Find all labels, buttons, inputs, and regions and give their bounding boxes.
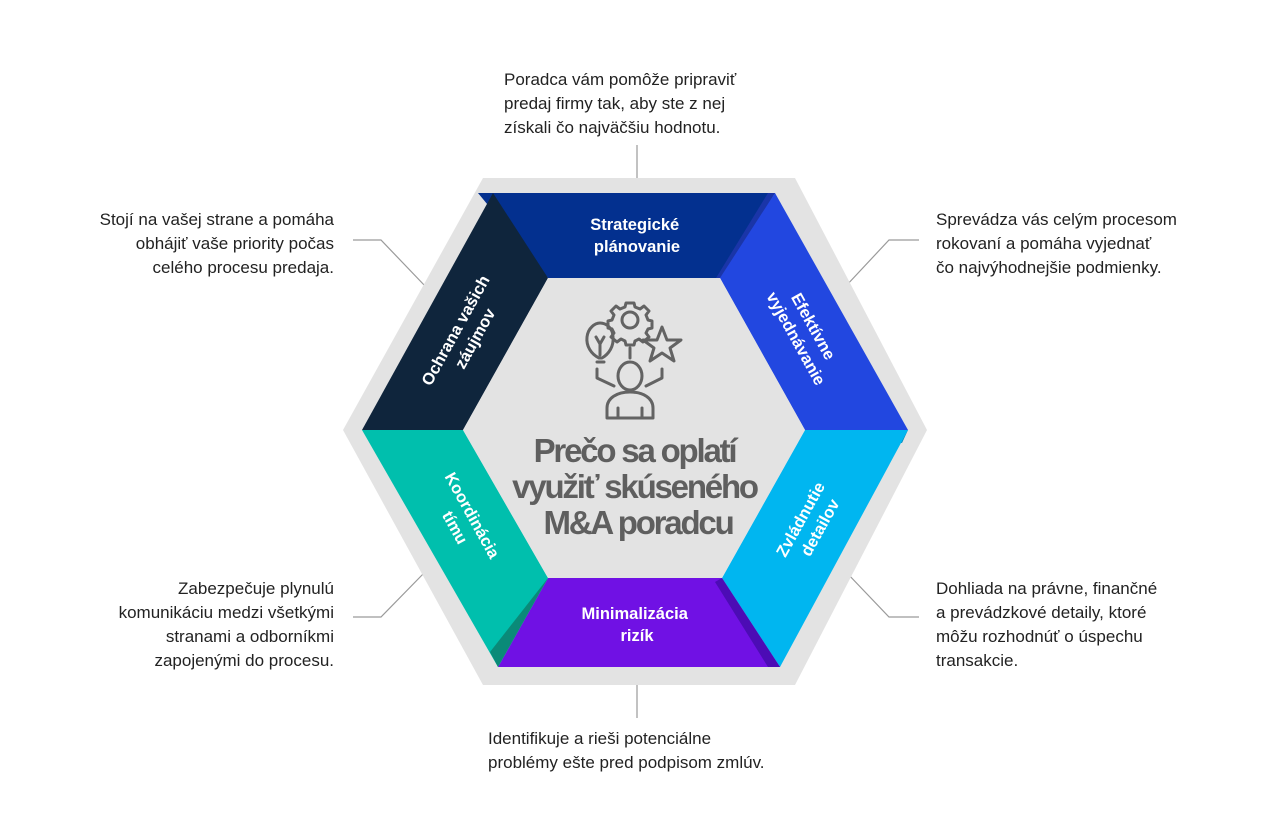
segment-team-coordination[interactable] [362,430,548,667]
body [605,390,655,420]
center-title: Prečo sa oplatí využiť skúseného M&A por… [512,432,764,541]
description-effective-negotiation: Sprevádza vás celým procesom rokovaní a … [936,210,1177,277]
right-arm [644,367,664,388]
segment-handling-details[interactable] [722,430,908,667]
inner-core [463,278,805,578]
label-strategic-planning: Strategické plánovanie [590,216,684,256]
head [616,360,644,392]
connector-upper-left [353,239,427,288]
connector-upper-right [844,239,919,288]
label-line: plánovanie [594,238,680,256]
title-line: M&A poradcu [543,504,732,541]
segment-strategic-planning[interactable] [478,193,775,278]
segment-effective-negotiation[interactable] [720,193,908,430]
description-risk-minimization: Identifikuje a rieši potenciálne problém… [488,729,765,772]
label-line: Minimalizácia [582,605,689,623]
connector-lower-right [845,571,919,618]
label-line: rizík [620,627,654,645]
title-line: využiť skúseného [512,468,758,505]
segment-protecting-interests[interactable] [362,193,548,430]
description-team-coordination: Zabezpečuje plynulú komunikáciu medzi vš… [118,579,334,670]
gear-icon [606,301,654,347]
description-protecting-interests: Stojí na vašej strane a pomáha obhájiť v… [99,210,334,277]
description-handling-details: Dohliada na právne, finančné a prevádzko… [936,579,1158,670]
label-line: Strategické [590,216,679,234]
person-ideas-icon [585,301,683,420]
title-line: Prečo sa oplatí [534,432,740,469]
left-arm [595,367,616,388]
star-icon [641,325,683,363]
connectors [353,145,919,718]
description-strategic-planning: Poradca vám pomôže pripraviť predaj firm… [504,70,737,137]
lightbulb-icon [585,321,615,364]
segment-risk-minimization[interactable] [498,578,780,667]
segment-strategic-planning-shade [716,193,775,278]
connector-lower-left [353,571,426,618]
segment-risk-minimization-shade [715,578,780,667]
segment-team-coordination-shade [490,578,548,667]
label-risk-minimization: Minimalizácia rizík [582,605,693,645]
